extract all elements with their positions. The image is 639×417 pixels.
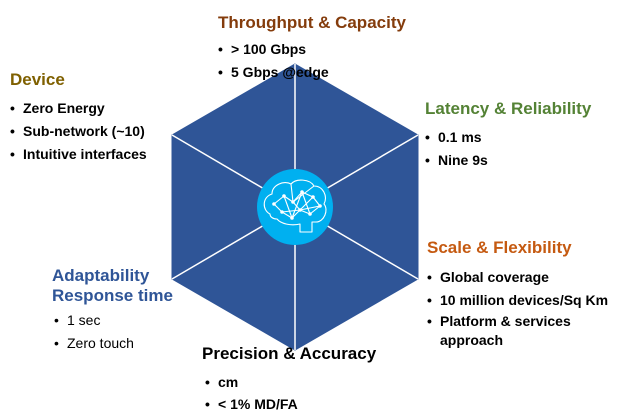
list-item-continuation: approach xyxy=(440,332,504,348)
list-item: Global coverage xyxy=(427,266,608,289)
device-title: Device xyxy=(10,70,65,89)
latency-list: 0.1 ms Nine 9s xyxy=(425,126,591,172)
list-item: 10 million devices/Sq Km xyxy=(427,289,608,312)
precision-title: Precision & Accuracy xyxy=(202,344,377,363)
list-item: Zero Energy xyxy=(10,97,147,120)
precision-segment: Precision & Accuracy cm < 1% MD/FA xyxy=(202,344,376,415)
list-item: 5 Gbps @edge xyxy=(218,61,406,84)
list-item: 0.1 ms xyxy=(425,126,591,149)
list-item: Platform & services xyxy=(427,312,608,331)
list-item: Zero touch xyxy=(54,332,173,355)
list-item: Intuitive interfaces xyxy=(10,143,147,166)
adaptability-title-line2: Response time xyxy=(52,286,173,305)
scale-segment: Scale & Flexibility Global coverage 10 m… xyxy=(427,238,608,350)
device-list: Zero Energy Sub-network (~10) Intuitive … xyxy=(10,97,147,166)
brain-network-nodes xyxy=(272,190,322,220)
adaptability-list: 1 sec Zero touch xyxy=(54,309,173,355)
latency-title: Latency & Reliability xyxy=(425,99,592,118)
scale-title: Scale & Flexibility xyxy=(427,238,572,257)
adaptability-segment: Adaptability Response time 1 sec Zero to… xyxy=(52,266,173,355)
list-item: cm xyxy=(205,371,376,393)
latency-segment: Latency & Reliability 0.1 ms Nine 9s xyxy=(425,99,591,172)
center-circle xyxy=(257,169,333,245)
adaptability-title-line1: Adaptability xyxy=(52,266,150,285)
throughput-title: Throughput & Capacity xyxy=(218,13,406,32)
list-item: > 100 Gbps xyxy=(218,38,406,61)
list-item: 1 sec xyxy=(54,309,173,332)
list-item: Sub-network (~10) xyxy=(10,120,147,143)
device-segment: Device Zero Energy Sub-network (~10) Int… xyxy=(10,70,147,166)
list-item: < 1% MD/FA xyxy=(205,393,376,415)
throughput-segment: Throughput & Capacity > 100 Gbps 5 Gbps … xyxy=(218,13,406,84)
scale-list: Global coverage 10 million devices/Sq Km… xyxy=(427,266,608,350)
list-item: Nine 9s xyxy=(425,149,591,172)
precision-list: cm < 1% MD/FA xyxy=(205,371,376,415)
throughput-list: > 100 Gbps 5 Gbps @edge xyxy=(218,38,406,84)
